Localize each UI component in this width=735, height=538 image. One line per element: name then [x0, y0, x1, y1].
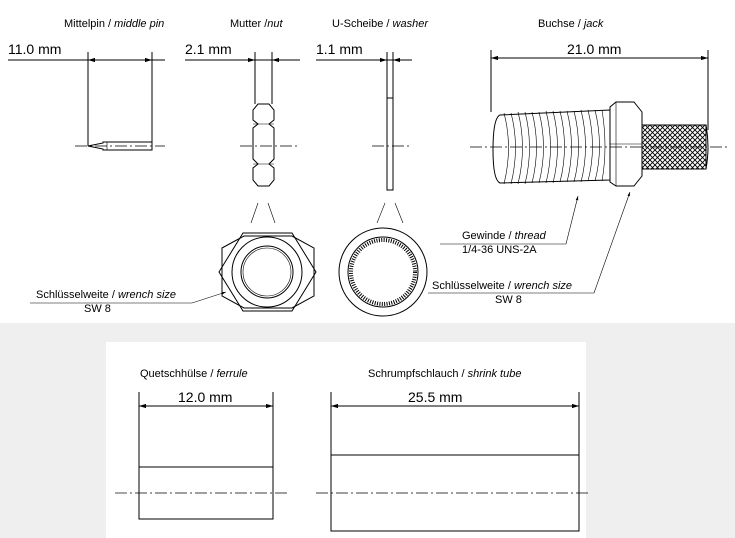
shrink-tube-group: Schrumpfschlauch / shrink tube 25.5 mm	[316, 368, 588, 532]
jack-threaded-body	[492, 109, 611, 184]
ferrule-dimension: 12.0 mm	[178, 389, 232, 405]
washer-dimension: 1.1 mm	[316, 41, 363, 57]
nut-wrench-label: Schlüsselweite / wrench size	[36, 289, 176, 301]
nut-wrench-group: Schlüsselweite / wrench size SW 8	[30, 289, 227, 315]
pin-shape	[87, 141, 153, 151]
shrink-tube-dimension: 25.5 mm	[408, 389, 462, 405]
nut-label: Mutter /nut	[230, 18, 284, 30]
middle-pin-group: Mittelpin / middle pin 11.0 mm	[8, 18, 165, 151]
jack-hex-collar	[609, 101, 643, 187]
nut-side-view	[252, 103, 275, 187]
shrink-tube-label: Schrumpfschlauch / shrink tube	[368, 368, 521, 380]
jack-label: Buchse / jack	[538, 18, 604, 30]
jack-wrench-label: Schlüsselweite / wrench size	[432, 280, 572, 292]
pin-label: Mittelpin / middle pin	[64, 18, 164, 30]
nut-group: Mutter /nut 2.1 mm	[185, 18, 317, 312]
washer-label: U-Scheibe / washer	[332, 18, 429, 30]
jack-wrench-size: SW 8	[495, 294, 522, 306]
jack-group: Buchse / jack 21.0 mm	[428, 18, 730, 306]
washer-front-view	[338, 227, 428, 317]
jack-dimension: 21.0 mm	[567, 41, 621, 57]
thread-lines	[503, 109, 606, 185]
thread-spec: 1/4-36 UNS-2A	[462, 244, 537, 256]
bottom-panel	[106, 342, 586, 538]
ferrule-group: Quetschhülse / ferrule 12.0 mm	[115, 368, 290, 520]
nut-wrench-size: SW 8	[84, 303, 111, 315]
pin-dimension: 11.0 mm	[8, 41, 61, 57]
washer-group: U-Scheibe / washer 1.1 mm	[316, 18, 429, 317]
thread-label: Gewinde / thread	[462, 230, 547, 242]
nut-dimension: 2.1 mm	[185, 41, 232, 57]
ferrule-label: Quetschhülse / ferrule	[140, 368, 248, 380]
nut-front-hex	[221, 235, 315, 309]
washer-side-view	[386, 97, 394, 191]
